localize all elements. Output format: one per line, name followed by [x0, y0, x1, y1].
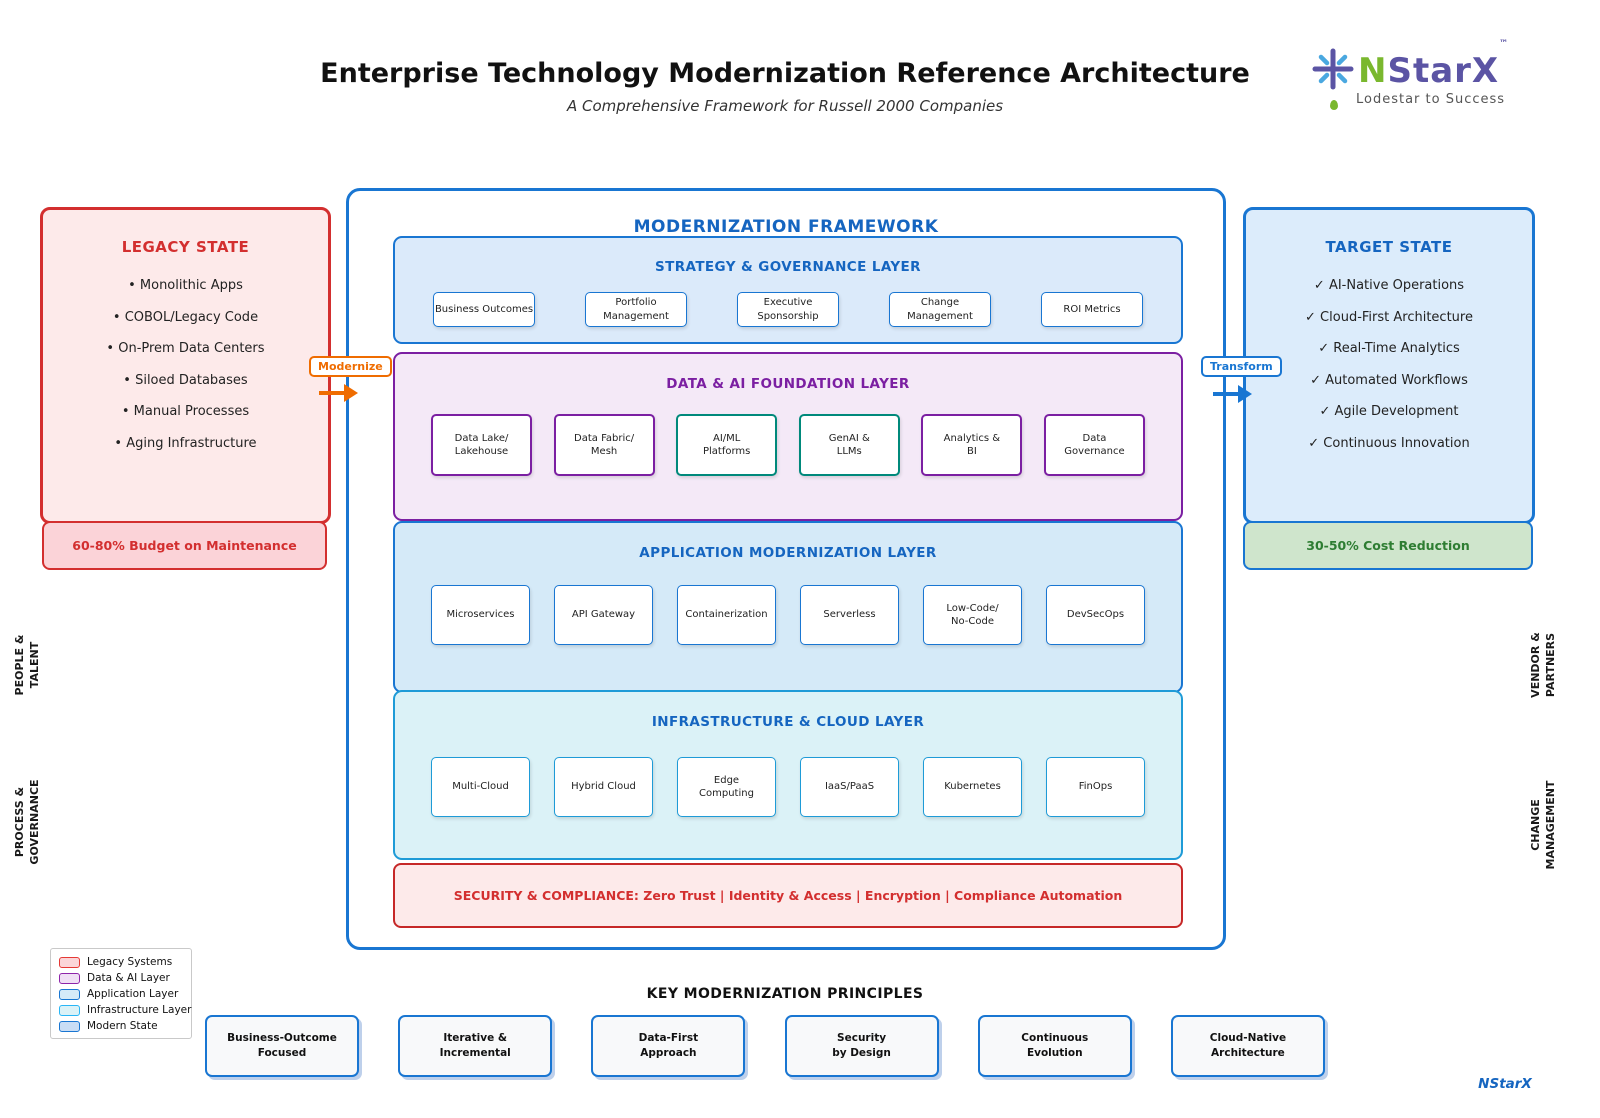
- target-item: ✓ Cloud-First Architecture: [1305, 309, 1473, 325]
- target-item: ✓ Continuous Innovation: [1308, 435, 1470, 451]
- infrastructure-layer-title: INFRASTRUCTURE & CLOUD LAYER: [651, 714, 925, 730]
- legend-swatch-infrastructure: [59, 1004, 80, 1016]
- modernize-arrow-icon: [319, 384, 358, 402]
- logo-wordmark: NStarX™: [1358, 39, 1510, 91]
- principles-title: KEY MODERNIZATION PRINCIPLES: [646, 986, 924, 1002]
- data-ai-card: Data Lake/ Lakehouse: [431, 414, 532, 476]
- strategy-card: Change Management: [889, 292, 991, 327]
- target-item: ✓ AI-Native Operations: [1313, 278, 1465, 293]
- target-item: ✓ Real-Time Analytics: [1318, 341, 1460, 356]
- infrastructure-card: Edge Computing: [677, 757, 776, 817]
- target-state-panel: TARGET STATE ✓ AI-Native Operations ✓ Cl…: [1243, 207, 1535, 524]
- side-label-change-management: CHANGE MANAGEMENT: [1529, 780, 1557, 870]
- side-label-people-talent: PEOPLE & TALENT: [13, 634, 41, 696]
- target-state-title: TARGET STATE: [1325, 238, 1453, 256]
- logo-tagline: Lodestar to Success: [1356, 92, 1506, 107]
- legend-item: Infrastructure Layer: [59, 1004, 191, 1016]
- data-ai-card: AI/ML Platforms: [676, 414, 778, 476]
- legend-item: Modern State: [59, 1020, 183, 1032]
- infrastructure-card: Hybrid Cloud: [554, 757, 653, 817]
- security-compliance-bar: SECURITY & COMPLIANCE: Zero Trust | Iden…: [393, 863, 1183, 928]
- star-icon: [1312, 48, 1354, 94]
- side-label-vendor-partners: VENDOR & PARTNERS: [1529, 632, 1557, 698]
- infrastructure-card: IaaS/PaaS: [800, 757, 899, 817]
- infrastructure-card: Kubernetes: [923, 757, 1022, 817]
- infrastructure-cloud-layer: INFRASTRUCTURE & CLOUD LAYER Multi-Cloud…: [393, 690, 1183, 860]
- legacy-item: • On-Prem Data Centers: [106, 341, 265, 356]
- legend-item: Data & AI Layer: [59, 972, 183, 984]
- trademark-symbol: ™: [1499, 39, 1510, 49]
- legend-swatch-modern: [59, 1020, 80, 1032]
- data-ai-card: GenAI & LLMs: [798, 414, 900, 476]
- strategy-layer-title: STRATEGY & GOVERNANCE LAYER: [655, 259, 921, 275]
- application-card: DevSecOps: [1046, 585, 1145, 645]
- modernize-label: Modernize: [309, 356, 392, 377]
- principle-card: Security by Design: [784, 1015, 939, 1077]
- application-card: Serverless: [800, 585, 899, 645]
- data-ai-foundation-layer: DATA & AI FOUNDATION LAYER Data Lake/ La…: [393, 352, 1183, 521]
- principle-card: Data-First Approach: [591, 1015, 746, 1077]
- infrastructure-card: FinOps: [1046, 757, 1145, 817]
- strategy-card: Executive Sponsorship: [737, 292, 839, 327]
- legacy-budget-ribbon: 60-80% Budget on Maintenance: [42, 521, 327, 570]
- nstarx-logo: NStarX™ Lodestar to Success: [1312, 39, 1542, 110]
- infrastructure-card: Multi-Cloud: [431, 757, 530, 817]
- strategy-governance-layer: STRATEGY & GOVERNANCE LAYER Business Out…: [393, 236, 1183, 344]
- data-ai-card: Data Fabric/ Mesh: [553, 414, 655, 476]
- application-modernization-layer: APPLICATION MODERNIZATION LAYER Microser…: [393, 521, 1183, 693]
- page-subtitle: A Comprehensive Framework for Russell 20…: [566, 97, 1004, 115]
- principle-card: Iterative & Incremental: [398, 1015, 553, 1077]
- target-cost-ribbon: 30-50% Cost Reduction: [1243, 521, 1533, 570]
- data-ai-card: Data Governance: [1043, 414, 1145, 476]
- application-layer-title: APPLICATION MODERNIZATION LAYER: [639, 545, 937, 561]
- legend-swatch-application: [59, 988, 80, 1000]
- principle-card: Cloud-Native Architecture: [1170, 1015, 1325, 1077]
- transform-arrow-icon: [1213, 385, 1252, 403]
- legend-item: Application Layer: [59, 988, 183, 1000]
- legacy-item: • Siloed Databases: [123, 372, 248, 388]
- application-card: Microservices: [431, 585, 530, 645]
- legend: Legacy Systems Data & AI Layer Applicati…: [50, 948, 192, 1039]
- side-label-process-governance: PROCESS & GOVERNANCE: [13, 779, 41, 865]
- footer-brand: NStarX: [1478, 1076, 1532, 1092]
- application-card: API Gateway: [554, 585, 653, 645]
- data-ai-layer-title: DATA & AI FOUNDATION LAYER: [666, 376, 910, 392]
- transform-label: Transform: [1201, 356, 1282, 377]
- legacy-item: • COBOL/Legacy Code: [112, 309, 259, 325]
- application-card: Low-Code/ No-Code: [923, 585, 1022, 645]
- principle-card: Business-Outcome Focused: [205, 1015, 359, 1077]
- target-item: ✓ Automated Workflows: [1310, 372, 1468, 388]
- legend-swatch-data-ai: [59, 972, 80, 984]
- logo-dot: [1330, 100, 1338, 110]
- legacy-item: • Aging Infrastructure: [114, 435, 257, 451]
- legacy-item: • Monolithic Apps: [128, 278, 243, 293]
- modernization-framework-container: MODERNIZATION FRAMEWORK STRATEGY & GOVER…: [346, 188, 1226, 950]
- legend-item: Legacy Systems: [59, 956, 183, 968]
- strategy-card: Business Outcomes: [433, 292, 535, 327]
- framework-title: MODERNIZATION FRAMEWORK: [633, 217, 939, 237]
- legacy-item: • Manual Processes: [121, 404, 250, 419]
- page-title: Enterprise Technology Modernization Refe…: [320, 58, 1250, 89]
- principles-row: Business-Outcome Focused Iterative & Inc…: [205, 1015, 1325, 1077]
- strategy-card: Portfolio Management: [585, 292, 687, 327]
- legacy-state-panel: LEGACY STATE • Monolithic Apps • COBOL/L…: [40, 207, 331, 524]
- target-item: ✓ Agile Development: [1319, 404, 1459, 419]
- legend-swatch-legacy: [59, 956, 80, 968]
- data-ai-card: Analytics & BI: [921, 414, 1023, 476]
- principle-card: Continuous Evolution: [977, 1015, 1132, 1077]
- application-card: Containerization: [677, 585, 776, 645]
- strategy-card: ROI Metrics: [1041, 292, 1143, 327]
- legacy-state-title: LEGACY STATE: [121, 238, 250, 256]
